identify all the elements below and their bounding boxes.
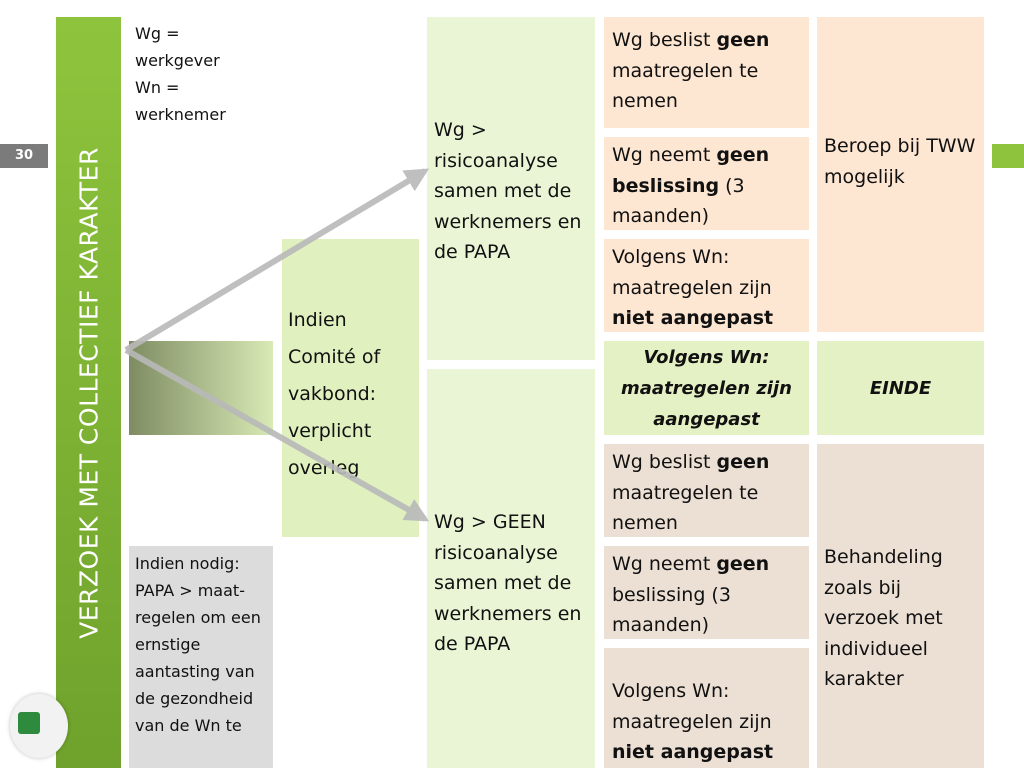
appeal-text: Beroep bij TWW mogelijk: [824, 135, 976, 188]
outcome-bold: geen: [716, 553, 770, 575]
outcome-text: Volgens Wn: maatregelen zijn: [612, 680, 772, 733]
outcome-bold: niet aangepast: [612, 741, 774, 763]
comite-line: Comité of: [288, 346, 381, 368]
outcome-text: (3 maanden): [612, 174, 745, 228]
outcome-bold: niet aangepast: [612, 307, 774, 329]
outcome-bold: geen beslissing: [612, 144, 770, 197]
end-box: EINDE: [817, 341, 984, 435]
legend: Wg = werkgever Wn = werknemer: [135, 20, 275, 128]
end-label: EINDE: [869, 377, 932, 399]
outcome-box-upper-1: Wg beslist geen maatregelen te nemen: [604, 17, 809, 128]
lower-branch-text: Wg > GEEN risicoanalyse samen met de wer…: [434, 511, 582, 655]
comite-box: Indien Comité of vakbond: verplicht over…: [282, 239, 419, 537]
legend-line: Wn =: [135, 78, 180, 97]
upper-branch-box: Wg > risicoanalyse samen met de werkneme…: [427, 17, 595, 360]
outcome-bold: geen: [716, 29, 770, 51]
gray-note-text: Indien nodig: PAPA > maat-regelen om een…: [135, 554, 261, 735]
adapted-text: Volgens Wn: maatregelen zijn aangepast: [621, 346, 792, 430]
comite-line: vakbond:: [288, 383, 377, 405]
outcome-text: maatregelen te nemen: [612, 481, 759, 535]
outcome-box-adapted: Volgens Wn: maatregelen zijn aangepast: [604, 341, 809, 435]
outcome-text: Volgens Wn: maatregelen zijn: [612, 246, 772, 299]
outcome-bold: geen: [716, 451, 770, 473]
outcome-text: Wg beslist: [612, 451, 717, 473]
legend-line: werkgever: [135, 51, 220, 70]
outcome-text: Wg beslist: [612, 29, 717, 51]
arrow-upper: [124, 168, 430, 353]
upper-branch-text: Wg > risicoanalyse samen met de werkneme…: [434, 119, 582, 263]
outcome-box-lower-2: Wg neemt geen beslissing (3 maanden): [604, 546, 809, 639]
vertical-title-band: VERZOEK MET COLLECTIEF KARAKTER: [56, 17, 121, 768]
outcome-text: maatregelen te nemen: [612, 59, 759, 113]
slide-number: 30: [0, 144, 48, 168]
slide-accent-bar: [992, 144, 1024, 168]
legend-line: werknemer: [135, 105, 226, 124]
lower-branch-box: Wg > GEEN risicoanalyse samen met de wer…: [427, 369, 595, 768]
treatment-box: Behandeling zoals bij verzoek met indivi…: [817, 444, 984, 768]
logo-mark-icon: [18, 712, 40, 734]
comite-line: Indien: [288, 309, 347, 331]
outcome-text: Wg neemt: [612, 553, 717, 575]
comite-line: verplicht: [288, 420, 372, 442]
outcome-box-upper-2: Wg neemt geen beslissing (3 maanden): [604, 137, 809, 230]
gray-note-box: Indien nodig: PAPA > maat-regelen om een…: [129, 546, 273, 768]
outcome-box-lower-1: Wg beslist geen maatregelen te nemen: [604, 444, 809, 537]
outcome-box-lower-3: Volgens Wn: maatregelen zijn niet aangep…: [604, 648, 809, 768]
legend-line: Wg =: [135, 24, 180, 43]
treatment-text: Behandeling zoals bij verzoek met indivi…: [824, 546, 943, 690]
outcome-text: Wg neemt: [612, 144, 717, 166]
arrow-lower: [124, 347, 430, 522]
company-logo: [10, 694, 68, 758]
outcome-box-upper-3: Volgens Wn: maatregelen zijn niet aangep…: [604, 239, 809, 332]
outcome-text: beslissing (3 maanden): [612, 583, 731, 637]
appeal-box: Beroep bij TWW mogelijk: [817, 17, 984, 332]
